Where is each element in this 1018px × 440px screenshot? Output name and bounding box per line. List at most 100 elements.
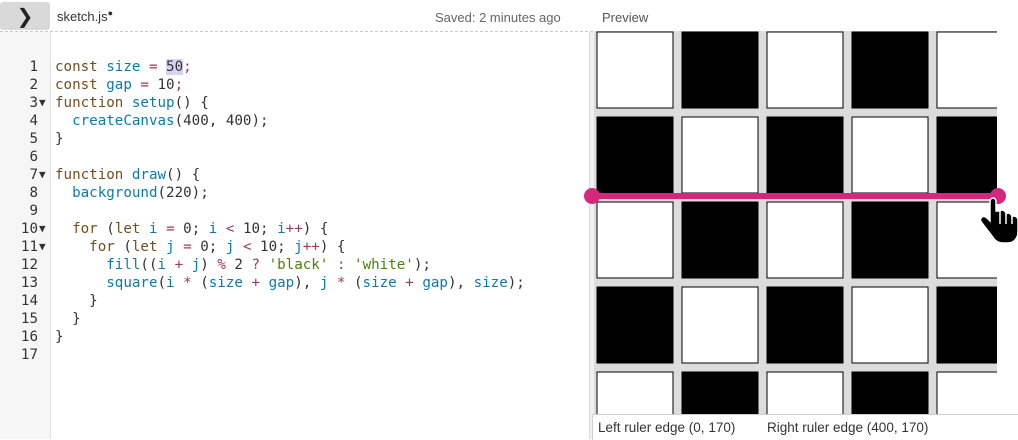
code-line[interactable]: 11▼ for (let j = 0; j < 10; j++) { — [0, 238, 589, 256]
checkerboard-svg — [596, 31, 997, 414]
code-line[interactable]: 13 square(i * (size + gap), j * (size + … — [0, 274, 589, 292]
panel-divider[interactable] — [589, 32, 594, 439]
code-line[interactable]: 14 } — [0, 292, 589, 310]
code-token: j — [166, 239, 175, 255]
topbar-divider — [0, 31, 1018, 32]
code-token: j — [191, 257, 201, 273]
code-token: < — [217, 221, 243, 237]
code-text: for (let j = 0; j < 10; j++) { — [55, 238, 345, 256]
code-token: const — [55, 59, 107, 75]
code-token — [345, 257, 354, 273]
line-number: 2 — [29, 77, 38, 93]
code-line[interactable]: 17 — [0, 346, 589, 364]
checker-square — [936, 31, 997, 109]
code-line[interactable]: 5} — [0, 130, 589, 148]
file-tab[interactable]: sketch.js● — [57, 8, 113, 24]
ruler-status-bar: Left ruler edge (0, 170) Right ruler edg… — [592, 414, 1018, 440]
code-token: background — [72, 185, 158, 201]
toggle-sidebar-button[interactable]: ❯ — [0, 2, 50, 30]
checker-square — [936, 371, 997, 414]
code-token: * — [174, 275, 201, 291]
code-token: const — [55, 77, 107, 93]
code-token: square — [106, 275, 158, 291]
code-token: ++ — [285, 221, 303, 237]
checker-square — [851, 286, 929, 364]
line-number: 5 — [29, 131, 38, 147]
line-number: 8 — [29, 185, 38, 201]
checker-square — [851, 116, 929, 194]
code-token: ); — [413, 257, 431, 273]
code-token: i — [166, 275, 175, 291]
code-line[interactable]: 9 — [0, 202, 589, 220]
line-number: 16 — [20, 329, 38, 345]
line-number: 4 — [29, 113, 38, 129]
code-token: () { — [174, 95, 209, 111]
checker-square — [596, 371, 674, 414]
fold-arrow-icon[interactable]: ▼ — [39, 222, 46, 235]
line-number: 11 — [20, 239, 38, 255]
code-token — [55, 275, 106, 291]
code-text: createCanvas(400, 400); — [55, 112, 269, 130]
code-token: size — [208, 275, 243, 291]
ruler-left-handle[interactable] — [584, 188, 600, 204]
line-number: 6 — [29, 149, 38, 165]
code-token: + — [396, 275, 423, 291]
code-token: j — [225, 239, 235, 255]
code-token — [260, 257, 269, 273]
code-line[interactable]: 4 createCanvas(400, 400); — [0, 112, 589, 130]
code-token: let — [114, 221, 149, 237]
preview-canvas[interactable] — [594, 31, 997, 414]
checker-square — [766, 371, 844, 414]
code-token: 10; — [260, 239, 295, 255]
fold-arrow-icon[interactable]: ▼ — [39, 96, 46, 109]
code-token: = — [131, 77, 158, 93]
line-number-gutter — [0, 32, 51, 439]
code-text: background(220); — [55, 184, 209, 202]
fold-arrow-icon[interactable]: ▼ — [39, 168, 46, 181]
code-token: 0; — [200, 239, 226, 255]
code-text: const size = 50; — [55, 58, 192, 76]
code-line[interactable]: 12 fill((i + j) % 2 ? 'black' : 'white')… — [0, 256, 589, 274]
code-token: 10; — [242, 221, 278, 237]
code-token: gap — [106, 77, 132, 93]
code-text: } — [55, 130, 64, 148]
code-token: ( — [200, 275, 209, 291]
code-token: = — [174, 239, 201, 255]
code-token: = — [140, 59, 167, 75]
code-line[interactable]: 7▼function draw() { — [0, 166, 589, 184]
code-line[interactable]: 8 background(220); — [0, 184, 589, 202]
checker-square — [851, 31, 929, 109]
checker-square — [596, 31, 674, 109]
code-token: ? — [251, 257, 261, 273]
code-token: j — [294, 239, 303, 255]
code-token: i — [157, 257, 167, 273]
checker-square — [936, 116, 997, 194]
code-token: * — [328, 275, 354, 291]
line-number: 3 — [29, 95, 38, 111]
code-line[interactable]: 16} — [0, 328, 589, 346]
code-token: () { — [166, 167, 201, 183]
code-token: ( — [123, 239, 132, 255]
code-token: fill — [106, 257, 141, 273]
fold-arrow-icon[interactable]: ▼ — [39, 240, 46, 253]
measuring-ruler[interactable] — [594, 193, 998, 199]
code-token: (400, 400); — [174, 113, 269, 129]
checker-square — [596, 116, 674, 194]
checker-square — [851, 201, 929, 279]
code-line[interactable]: 15 } — [0, 310, 589, 328]
checker-square — [681, 371, 759, 414]
code-token: ; — [183, 59, 192, 75]
code-line[interactable]: 10▼ for (let i = 0; i < 10; i++) { — [0, 220, 589, 238]
code-line[interactable]: 6 — [0, 148, 589, 166]
file-name: sketch.js — [57, 9, 108, 24]
code-token: createCanvas — [72, 113, 175, 129]
line-number: 10 — [20, 221, 38, 237]
code-text: function draw() { — [55, 166, 200, 184]
code-token: ++ — [302, 239, 320, 255]
checker-square — [766, 116, 844, 194]
code-line[interactable]: 3▼function setup() { — [0, 94, 589, 112]
code-token: 50 — [166, 59, 184, 75]
